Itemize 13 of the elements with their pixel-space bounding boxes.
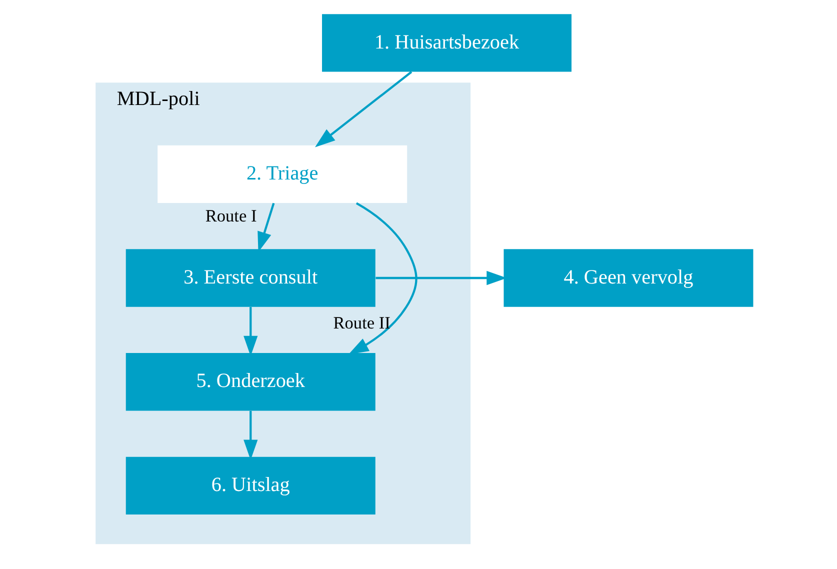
arrow <box>375 270 506 286</box>
arrow <box>243 410 258 460</box>
node-box: 5. Onderzoek <box>125 353 375 411</box>
arrow <box>314 71 412 148</box>
node-box: 2. Triage <box>157 145 407 204</box>
node-box: 3. Eerste consult <box>125 249 375 307</box>
node-box: 6. Uitslag <box>125 456 375 515</box>
node-box: 4. Geen vervolg <box>503 249 753 307</box>
node-box: 1. Huisartsbezoek <box>322 14 572 72</box>
edge-label: Route II <box>332 314 390 333</box>
arrow <box>348 202 417 355</box>
arrow <box>257 202 274 252</box>
edge-label: Route I <box>204 206 256 226</box>
